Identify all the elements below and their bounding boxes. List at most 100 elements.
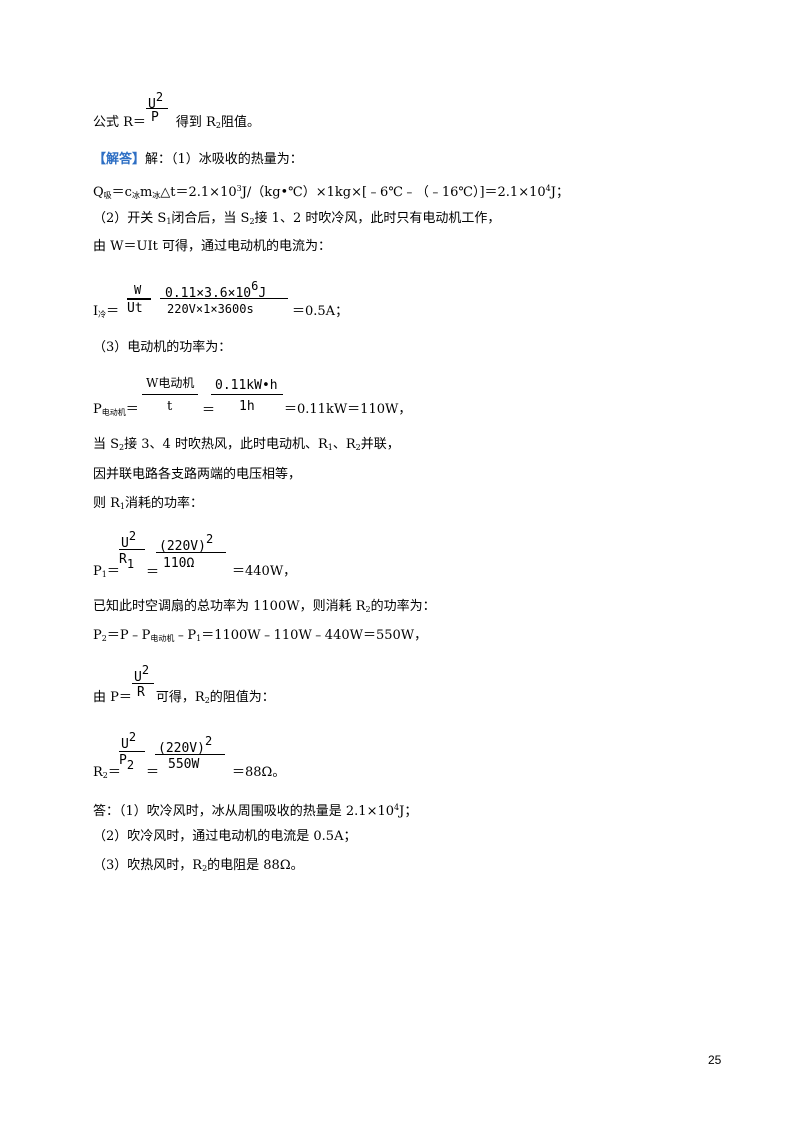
q-symbol: Q — [93, 185, 104, 200]
formula-result: ＝440W， — [232, 564, 297, 579]
fraction-bar — [211, 394, 283, 395]
text: 的阻值为： — [209, 690, 275, 705]
text: 接 1、2 时吹冷风，此时只有电动机工作， — [254, 211, 501, 226]
fraction-denominator: t — [167, 399, 173, 414]
conclusion-2: （2）吹冷风时，通过电动机的电流是 0.5A； — [93, 828, 356, 846]
text: U — [121, 536, 129, 551]
text: J； — [550, 185, 569, 200]
p2-line: P2＝P﹣P电动机﹣P1＝1100W﹣110W﹣440W＝550W， — [93, 627, 427, 648]
text: m — [139, 185, 153, 200]
text: P — [93, 402, 102, 417]
subscript: 2 — [365, 605, 371, 614]
subscript: 1 — [327, 443, 333, 452]
superscript: 2 — [128, 730, 137, 744]
formula-result: ＝0.5A； — [292, 304, 349, 319]
text: ＝1100W﹣110W﹣440W＝550W， — [201, 628, 428, 643]
text: （3）电动机的功率为： — [93, 340, 232, 355]
fraction-denominator: 1h — [239, 399, 255, 414]
superscript: 2 — [141, 663, 150, 677]
equals: ＝ — [146, 765, 160, 780]
text: J — [258, 286, 267, 301]
text: ﹣P — [174, 628, 197, 643]
conclusion-1: 答：（1）吹冷风时，冰从周围吸收的热量是 2.1×104J； — [93, 799, 417, 821]
text: U — [134, 670, 142, 685]
fraction-numerator: U2 — [121, 729, 136, 753]
superscript: 6 — [251, 279, 259, 293]
text: 消耗的功率： — [125, 496, 204, 511]
fraction-denominator: R1 — [119, 552, 134, 572]
answer-tag: 【解答】 — [93, 152, 146, 167]
fraction-bar — [146, 108, 168, 109]
text: 当 S — [93, 437, 120, 452]
text: 0.11×3.6×10 — [165, 286, 252, 301]
subscript: 1 — [126, 557, 135, 571]
text: R — [119, 552, 127, 567]
text: （2）开关 S — [93, 211, 167, 226]
subscript: 2 — [249, 217, 255, 226]
r2-formula-line: R2＝ — [93, 764, 121, 785]
text: I — [93, 304, 99, 319]
text: R — [93, 765, 103, 780]
numerator-text: U — [148, 97, 156, 112]
text: 的电阻是 88Ω。 — [207, 858, 304, 873]
fraction-numerator: (220V)2 — [158, 733, 212, 757]
fraction-numerator: 0.11×3.6×106J — [165, 278, 266, 302]
current-formula-line: I冷＝ — [93, 303, 119, 324]
p1-formula-line: P1＝ — [93, 563, 120, 584]
subscript: 1 — [196, 634, 202, 643]
text: J； — [399, 804, 418, 819]
subscript: 1 — [166, 217, 172, 226]
superscript: 2 — [204, 734, 213, 748]
fraction-numerator: W电动机 — [146, 375, 194, 391]
subscript: 冰 — [131, 191, 140, 200]
text: U — [121, 737, 129, 752]
subscript: 吸 — [103, 191, 112, 200]
superscript: 2 — [205, 532, 214, 546]
subscript: 1 — [101, 570, 107, 579]
text: 并联， — [360, 437, 400, 452]
voltage-line: 因并联电路各支路两端的电压相等， — [93, 466, 301, 484]
fraction-denominator: 220V×1×3600s — [167, 302, 254, 316]
fraction-denominator: Ut — [127, 301, 143, 316]
subscript: 2 — [202, 864, 208, 873]
text: ＝ — [106, 564, 120, 579]
text: （3）吹热风时，R — [93, 858, 203, 873]
text: △t＝2.1×10 — [160, 185, 237, 200]
subscript: 电动机 — [101, 408, 126, 417]
text: J/（kg•℃）×1kg×[﹣6℃﹣（﹣16℃）]＝2.1×10 — [241, 185, 546, 200]
fraction-bar — [160, 298, 288, 299]
fraction-denominator: 550W — [168, 757, 200, 772]
text: P — [93, 628, 102, 643]
text: 、R — [332, 437, 356, 452]
answer-intro: 解：（1）冰吸收的热量为： — [145, 152, 303, 167]
answer-heading: 【解答】解：（1）冰吸收的热量为： — [93, 151, 303, 169]
text: (220V) — [159, 539, 206, 554]
subscript: 电动机 — [150, 634, 175, 643]
text: 的功率为： — [370, 599, 436, 614]
step-2-line: （2）开关 S1闭合后，当 S2接 1、2 时吹冷风，此时只有电动机工作， — [93, 210, 500, 231]
fraction-denominator: 110Ω — [163, 556, 195, 571]
fraction-numerator: U2 — [121, 528, 136, 552]
fraction-bar — [142, 394, 198, 395]
subscript: 2 — [101, 634, 107, 643]
text: ＝ — [125, 402, 139, 417]
equals: ＝ — [146, 565, 160, 580]
conclusion-3: （3）吹热风时，R2的电阻是 88Ω。 — [93, 857, 304, 878]
fraction-bar — [155, 754, 225, 755]
text: ＝c — [111, 185, 132, 200]
fraction-numerator: U2 — [148, 89, 163, 113]
text: P — [93, 564, 102, 579]
superscript: 3 — [236, 184, 242, 193]
fraction-bar — [119, 751, 145, 752]
superscript: 4 — [545, 184, 551, 193]
page-number: 25 — [708, 1053, 722, 1067]
subscript: 2 — [204, 696, 210, 705]
fraction-numerator: U2 — [134, 662, 149, 686]
text: 闭合后，当 S — [171, 211, 250, 226]
text: P — [119, 753, 127, 768]
step-3-line: （3）电动机的功率为： — [93, 339, 231, 357]
power-formula-line: P电动机＝ — [93, 401, 139, 422]
p-formula-text: 由 P＝可得，R2的阻值为： — [93, 689, 275, 710]
formula-suffix-end: 阻值。 — [220, 115, 260, 130]
text: 电动机 — [158, 376, 195, 390]
